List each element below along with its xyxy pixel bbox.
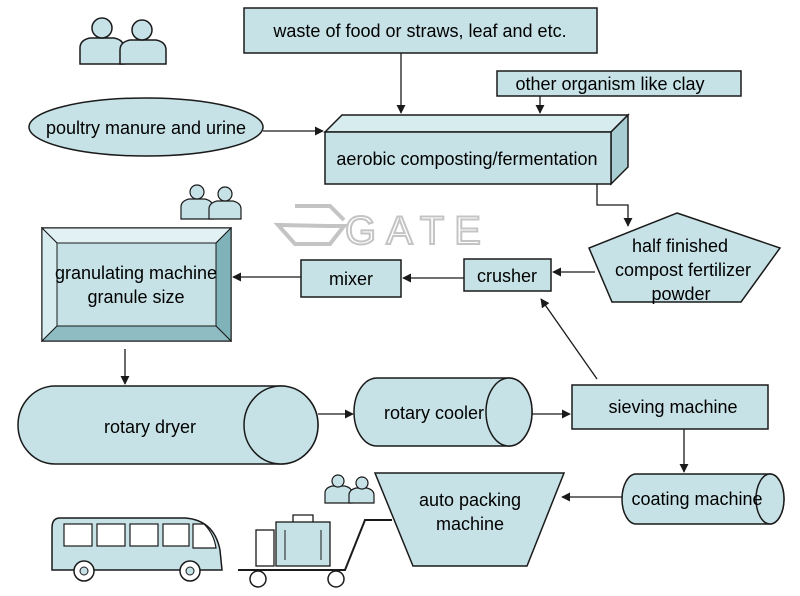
rotary-cooler-label: rotary cooler [384, 403, 484, 423]
bus-icon [51, 517, 223, 582]
crusher-label: crusher [477, 266, 537, 286]
waste-input-box: waste of food or straws, leaf and etc. [243, 7, 598, 54]
people-icon [324, 474, 375, 504]
rotary-dryer-label: rotary dryer [104, 417, 196, 437]
other-organism-label: other organism like clay [515, 74, 704, 94]
granulating-machine-box: granulating machine granule size [40, 226, 233, 343]
half-finished-line-2: compost fertilizer [615, 260, 751, 280]
half-finished-line-3: powder [651, 284, 710, 304]
packing-line-2: machine [436, 514, 504, 534]
mixer-box: mixer [300, 259, 402, 298]
coating-label: coating machine [631, 489, 762, 509]
rotary-cooler-node: rotary cooler [353, 377, 533, 447]
waste-label: waste of food or straws, leaf and etc. [272, 21, 566, 41]
people-icon [79, 17, 167, 65]
poultry-label: poultry manure and urine [46, 118, 246, 138]
crusher-box: crusher [463, 258, 552, 292]
coating-machine-node: coating machine [621, 473, 785, 525]
sieving-machine-box: sieving machine [571, 384, 769, 430]
mixer-label: mixer [329, 269, 373, 289]
half-finished-line-1: half finished [632, 236, 728, 256]
granulating-line-1: granulating machine [55, 263, 217, 283]
rotary-dryer-node: rotary dryer [17, 385, 319, 465]
poultry-manure-node: poultry manure and urine [28, 97, 264, 157]
auto-packing-machine-node: auto packing machine [373, 472, 566, 567]
flow-connectors [120, 53, 689, 502]
granulating-line-2: granule size [87, 287, 184, 307]
composting-label: aerobic composting/fermentation [336, 149, 597, 169]
arrow-composting-to-half-finished [596, 184, 633, 227]
other-organism-box: other organism like clay [496, 70, 742, 97]
half-finished-compost-node: half finished compost fertilizer powder [588, 212, 782, 304]
arrow-sieving-to-crusher [540, 298, 598, 380]
gate-watermark: GATE [273, 204, 491, 254]
sieving-label: sieving machine [608, 397, 737, 417]
luggage-cart-icon [238, 514, 392, 588]
aerobic-composting-box: aerobic composting/fermentation [323, 113, 630, 186]
watermark-text: GATE [345, 209, 491, 253]
people-icon [180, 184, 242, 220]
packing-line-1: auto packing [419, 490, 521, 510]
